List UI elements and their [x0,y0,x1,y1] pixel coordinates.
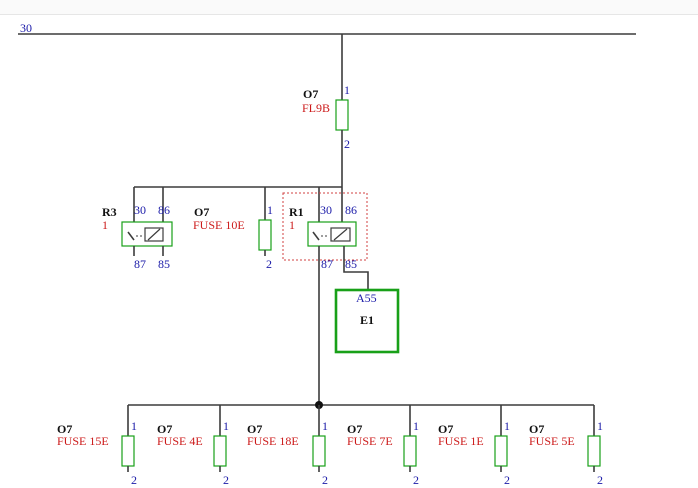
module-name: E1 [360,313,374,327]
relay-r3[interactable]: R3 1 30 86 87 85 [102,203,173,271]
fuse-pin-out: 2 [413,473,419,487]
wire-r1-85-to-a55 [343,246,369,290]
fuse-10e-group: O7 [194,205,209,219]
module-e1-box[interactable] [334,288,400,354]
relay-r1-switch [312,231,320,241]
fuse-pin-in: 1 [413,419,419,433]
fuse-10e-pin-in: 1 [267,203,273,217]
fuse-pin-out: 2 [504,473,510,487]
fuse-body[interactable] [121,435,135,467]
top-toolbar-strip [0,0,698,15]
fuse-name-label: FUSE 7E [347,434,393,448]
relay-r3-coil-icon [144,227,164,242]
fuse-name-label: FUSE 18E [247,434,299,448]
fuse-group-label: O7 [529,422,544,436]
fuse-name-label: FUSE 4E [157,434,203,448]
relay-r1-index: 1 [289,218,295,232]
relay-r3-switch [127,231,135,241]
relay-r1-name: R1 [289,205,304,219]
fuse-group-label: O7 [247,422,262,436]
fuse-pin-in: 1 [223,419,229,433]
fuse-10e-body[interactable] [258,219,272,251]
relay-r3-pin87: 87 [134,257,146,271]
fuse-10e[interactable]: O7 FUSE 10E 1 2 [193,203,273,271]
fuse-pin-in: 1 [597,419,603,433]
fuse-10e-name: FUSE 10E [193,218,245,232]
fuse-fl9b[interactable]: O7 FL9B 1 2 [302,34,350,187]
relay-r1[interactable]: R1 1 30 86 87 85 [282,192,368,271]
relay-r1-pin30: 30 [320,203,332,217]
fuse-name-label: FUSE 5E [529,434,575,448]
fuse-group-label: O7 [57,422,72,436]
relay-r1-pin86: 86 [345,203,357,217]
relay-r1-coil-icon [330,227,351,242]
bus-label: 30 [20,21,32,35]
fuse-pin-out: 2 [597,473,603,487]
relay-r3-coil-diagonal [147,228,161,241]
relay-r1-body[interactable] [307,221,357,247]
fuse-body[interactable] [213,435,227,467]
fuse-pin-in: 1 [131,419,137,433]
fuse-body[interactable] [494,435,508,467]
fuse-body[interactable] [312,435,326,467]
fuse-pin-in: 1 [504,419,510,433]
relay-r1-selection-box [282,192,368,261]
relay-r1-pin87: 87 [321,257,333,271]
fuse-10e-pin-out: 2 [266,257,272,271]
fuse-fl9b-pin-in: 1 [344,83,350,97]
relay-r1-coil-diagonal [333,228,348,241]
fuse-fl9b-group: O7 [303,87,318,101]
relay-r3-name: R3 [102,205,117,219]
fuse-fl9b-pin-out: 2 [344,137,350,151]
fuse-group-label: O7 [157,422,172,436]
fuse-pin-out: 2 [322,473,328,487]
fuse-body[interactable] [587,435,601,467]
fuse-group-label: O7 [438,422,453,436]
fuse-name-label: FUSE 15E [57,434,109,448]
fuse-pin-out: 2 [223,473,229,487]
fuse-body[interactable] [403,435,417,467]
relay-r3-pin85: 85 [158,257,170,271]
module-connector-label: A55 [356,291,377,305]
fuse-pin-in: 1 [322,419,328,433]
fuse-group-label: O7 [347,422,362,436]
relay-r1-pin85: 85 [345,257,357,271]
fuse-name-label: FUSE 1E [438,434,484,448]
module-e1[interactable]: A55 E1 [334,288,400,354]
fuse-pin-out: 2 [131,473,137,487]
relay-r3-pin86: 86 [158,203,170,217]
relay-r3-index: 1 [102,218,108,232]
relay-r3-pin30: 30 [134,203,146,217]
fuse-fl9b-name: FL9B [302,101,330,115]
fuse-fl9b-body[interactable] [335,99,349,131]
